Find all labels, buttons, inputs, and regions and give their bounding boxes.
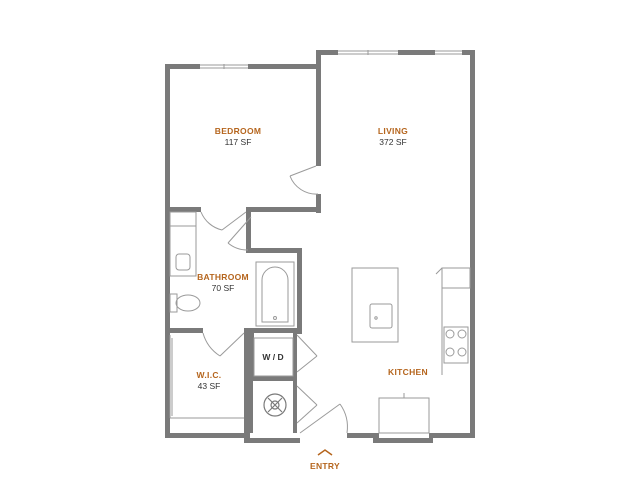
kitchen-name: KITCHEN [388,367,428,377]
doors [200,165,429,434]
fixtures [169,211,471,434]
laundry-label: W / D [262,352,283,362]
bedroom-name: BEDROOM [215,126,262,136]
windows [200,50,462,69]
wic-name: W.I.C. [197,370,222,380]
wic-area: 43 SF [198,381,221,391]
entry-label: ENTRY [310,461,340,471]
exterior-walls [165,50,475,443]
water-heater-icon [263,393,287,417]
entry-arrow-icon [317,449,333,456]
living-name: LIVING [378,126,408,136]
bedroom-area: 117 SF [225,137,252,147]
interior-walls [165,69,321,433]
bathroom-name: BATHROOM [197,272,249,282]
bathroom-area: 70 SF [212,283,235,293]
living-area: 372 SF [379,137,406,147]
